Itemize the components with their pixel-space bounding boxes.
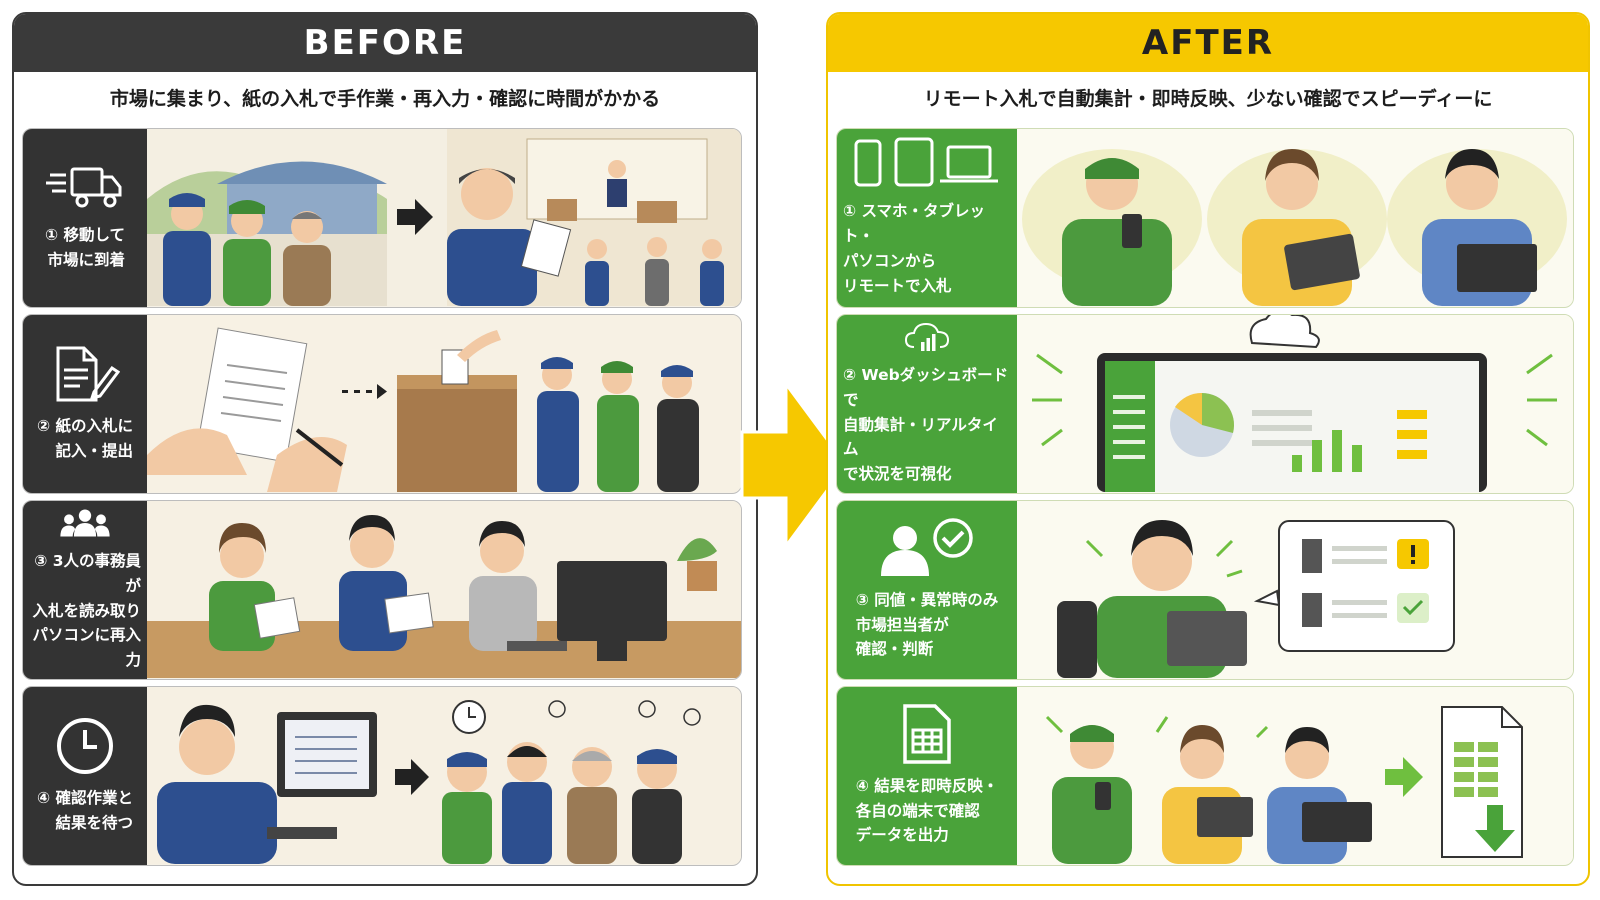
before-step-1-side: ① 移動して 市場に到着 [23,129,147,307]
after-step-3: ③ 同値・異常時のみ 市場担当者が 確認・判断 [836,500,1574,680]
after-step-4-scene [1017,687,1573,865]
cloud-chart-icon [904,323,950,352]
spreadsheet-icon [903,704,951,764]
people-group-icon [60,509,110,537]
after-step-1: ① スマホ・タブレット・ パソコンから リモートで入札 [836,128,1574,308]
before-step-4-scene [147,687,741,865]
after-step-2: ② Webダッシュボードで 自動集計・リアルタイム で状況を可視化 [836,314,1574,494]
before-step-4-side: ④ 確認作業と 結果を待つ [23,687,147,865]
before-header: BEFORE [14,14,756,72]
after-step-3-label: ③ 同値・異常時のみ 市場担当者が 確認・判断 [855,590,999,659]
document-pen-icon [56,346,120,402]
before-step-3-side: ③ 3人の事務員が 入札を読み取り パソコンに再入力 [23,501,147,679]
before-step-1-label: ① 移動して 市場に到着 [44,226,126,269]
before-step-1-scene [147,129,741,307]
after-subtitle: リモート入札で自動集計・即時反映、少ない確認でスピーディーに [923,87,1493,110]
before-step-4-label: ④ 確認作業と 結果を待つ [36,789,134,832]
before-step-3: ③ 3人の事務員が 入札を読み取り パソコンに再入力 [22,500,742,680]
clock-icon [57,718,113,775]
before-step-2-label: ② 紙の入札に 記入・提出 [36,417,134,460]
before-step-1: ① 移動して 市場に到着 [22,128,742,308]
person-check-icon [881,518,973,576]
before-step-4: ④ 確認作業と 結果を待つ [22,686,742,866]
before-step-3-scene [147,501,741,679]
before-step-2-side: ② 紙の入札に 記入・提出 [23,315,147,493]
after-step-1-side: ① スマホ・タブレット・ パソコンから リモートで入札 [837,129,1017,307]
after-step-4: ④ 結果を即時反映・ 各自の端末で確認 データを出力 [836,686,1574,866]
after-step-2-scene [1017,315,1573,493]
after-step-3-scene [1017,501,1573,679]
after-header: AFTER [828,14,1588,72]
after-step-4-label: ④ 結果を即時反映・ 各自の端末で確認 データを出力 [855,776,999,845]
after-step-2-side: ② Webダッシュボードで 自動集計・リアルタイム で状況を可視化 [837,315,1017,493]
transition-arrow-icon [740,380,848,550]
after-step-2-label: ② Webダッシュボードで 自動集計・リアルタイム で状況を可視化 [843,366,1009,484]
after-panel: AFTER リモート入札で自動集計・即時反映、少ない確認でスピーディーに ① ス… [826,12,1590,886]
before-step-3-label: ③ 3人の事務員が 入札を読み取り パソコンに再入力 [32,552,141,670]
devices-icon [854,137,998,187]
after-step-4-side: ④ 結果を即時反映・ 各自の端末で確認 データを出力 [837,687,1017,865]
before-step-2: ② 紙の入札に 記入・提出 [22,314,742,494]
truck-icon [46,167,122,208]
after-step-1-scene [1017,129,1573,307]
before-step-2-scene [147,315,741,493]
after-step-1-label: ① スマホ・タブレット・ パソコンから リモートで入札 [843,202,986,295]
before-subtitle: 市場に集まり、紙の入札で手作業・再入力・確認に時間がかかる [109,87,661,110]
before-panel: BEFORE 市場に集まり、紙の入札で手作業・再入力・確認に時間がかかる ① 移… [12,12,758,886]
after-step-3-side: ③ 同値・異常時のみ 市場担当者が 確認・判断 [837,501,1017,679]
